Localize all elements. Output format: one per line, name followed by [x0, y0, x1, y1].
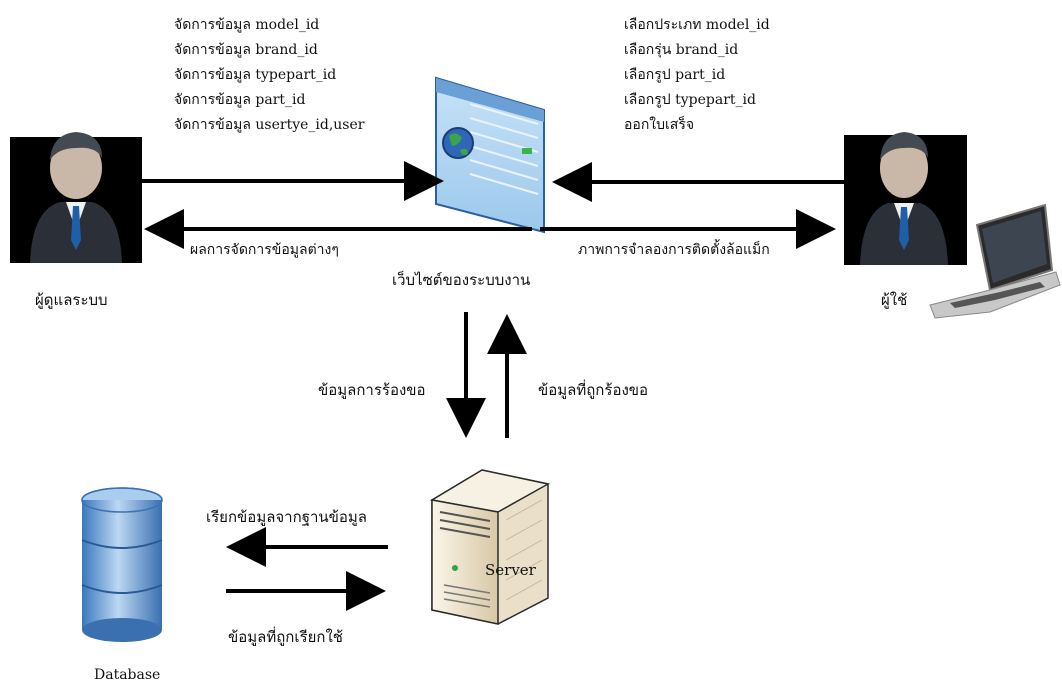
admin-action-item: จัดการข้อมูล brand_id [174, 42, 318, 58]
to-admin-label: ผลการจัดการข้อมูลต่างๆ [190, 242, 339, 258]
to-user-label: ภาพการจำลองการติดตั้งล้อแม็ก [578, 242, 770, 258]
user-action-item: เลือกประเภท model_id [624, 17, 770, 33]
request-label: ข้อมูลการร้องขอ [318, 381, 426, 399]
admin-action-item: จัดการข้อมูล model_id [174, 17, 320, 33]
fetch-label: เรียกข้อมูลจากฐานข้อมูล [206, 508, 367, 526]
server-icon [429, 469, 551, 625]
user-action-item: ออกใบเสร็จ [624, 117, 695, 133]
laptop-icon [929, 203, 1061, 319]
website-window-icon [435, 76, 545, 234]
admin-label: ผู้ดูแลระบบ [35, 291, 108, 309]
user-actions-list: เลือกประเภท model_id เลือกรุ่น brand_id … [624, 14, 770, 139]
user-avatar-icon [844, 132, 967, 265]
admin-action-item: จัดการข้อมูล typepart_id [174, 67, 337, 83]
database-icon [81, 487, 163, 642]
admin-action-item: จัดการข้อมูล usertye_id,user [174, 117, 365, 133]
website-label: เว็บไซต์ของระบบงาน [392, 271, 531, 289]
response-label: ข้อมูลที่ถูกร้องขอ [538, 381, 649, 399]
user-action-item: เลือกรูป part_id [624, 67, 726, 83]
database-label: Database [94, 667, 161, 683]
user-action-item: เลือกรูป typepart_id [624, 92, 756, 108]
server-label: Server [485, 561, 536, 579]
admin-avatar-icon [10, 132, 142, 263]
used-label: ข้อมูลที่ถูกเรียกใช้ [228, 628, 343, 646]
admin-action-item: จัดการข้อมูล part_id [174, 92, 306, 108]
user-action-item: เลือกรุ่น brand_id [624, 42, 739, 58]
user-label: ผู้ใช้ [881, 291, 908, 309]
admin-actions-list: จัดการข้อมูล model_id จัดการข้อมูล brand… [174, 14, 364, 139]
